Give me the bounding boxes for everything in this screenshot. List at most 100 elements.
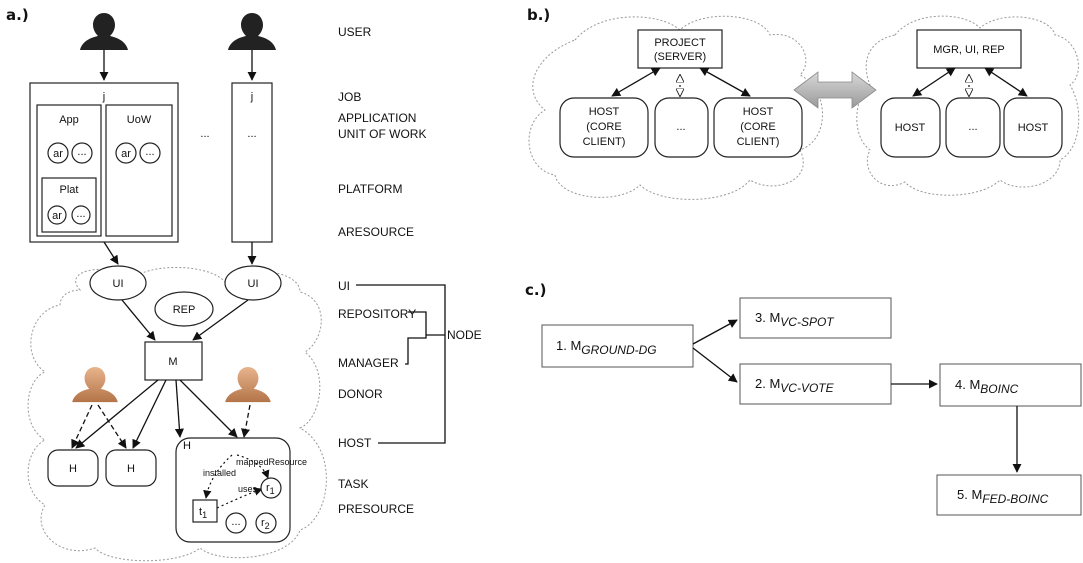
panel-a-label: a.) (6, 6, 29, 24)
host-core-box (559, 97, 649, 158)
host-core-label: CLIENT) (737, 136, 780, 148)
dots-label: ... (968, 121, 977, 133)
host-dots-box (945, 97, 1001, 158)
side-label: APPLICATION (338, 111, 416, 125)
host-core-label: HOST (743, 106, 774, 118)
side-label: ARESOURCE (338, 225, 414, 239)
bidirectional-arrow-icon (793, 71, 877, 109)
task-box (192, 499, 218, 523)
side-label: UI (338, 279, 350, 293)
side-labels: USER JOB APPLICATION UNIT OF WORK PLATFO… (338, 25, 482, 516)
ar-circle (115, 142, 137, 164)
panel-c-label: c.) (525, 281, 546, 299)
side-label: HOST (338, 436, 372, 450)
app-label: App (59, 114, 79, 126)
dots-label: ... (231, 516, 240, 528)
ar-circle (47, 205, 67, 225)
job-label: j (102, 91, 105, 103)
donor-icon (72, 367, 118, 403)
job-label: j (250, 91, 253, 103)
ar-circle (47, 142, 69, 164)
user-icon (228, 13, 276, 50)
job-box (231, 82, 273, 243)
mgr-box (916, 29, 1022, 69)
model-label-3: 3. MVC-SPOT (755, 310, 835, 329)
plat-box (41, 177, 97, 233)
panel-b: b.) PROJECT (SERVER) HOST (CORE CLIENT) … (527, 6, 1080, 200)
presource-label: r2 (261, 517, 270, 531)
host-core-box (713, 97, 803, 158)
model-box-2 (739, 363, 892, 405)
rep-ellipse (154, 291, 214, 327)
task-label: t1 (199, 506, 207, 520)
project-cloud (528, 15, 823, 200)
donor-icon (225, 367, 271, 403)
ui-label: UI (113, 278, 124, 290)
host-label: H (183, 440, 191, 452)
side-label: TASK (338, 477, 368, 491)
host-dots-box (654, 97, 709, 158)
model-label-1: 1. MGROUND-DG (556, 338, 657, 357)
host-core-label: HOST (589, 106, 620, 118)
dots-label: ... (145, 146, 154, 158)
side-label: MANAGER (338, 356, 399, 370)
uow-box (105, 104, 173, 237)
plat-label: Plat (60, 184, 79, 196)
dots-circle (139, 142, 161, 164)
dots-circle (225, 512, 247, 534)
job-dots: ... (247, 128, 256, 140)
model-label-2: 2. MVC-VOTE (755, 376, 835, 395)
side-label: PRESOURCE (338, 502, 414, 516)
project-box (637, 29, 723, 69)
side-label: PLATFORM (338, 182, 402, 196)
model-box-5 (936, 474, 1082, 516)
panel-c: c.) 1. MGROUND-DG 3. MVC-SPOT 2. MVC-VOT… (525, 281, 1082, 516)
dots-circle (71, 205, 91, 225)
side-label: JOB (338, 90, 361, 104)
project-label: (SERVER) (654, 51, 706, 63)
dots-circle (71, 142, 93, 164)
installed-label: installed (203, 468, 236, 478)
dots-label: ... (676, 121, 685, 133)
model-box-1 (541, 324, 694, 368)
project-label: PROJECT (654, 37, 706, 49)
panel-a: a.) j App ar ... Plat ar ... UoW ar ... … (6, 6, 482, 562)
ar-label: ar (53, 148, 63, 160)
host-core-label: CLIENT) (583, 136, 626, 148)
uses-label: uses (238, 484, 258, 494)
host-label: H (127, 463, 135, 475)
ui-ellipse (224, 265, 282, 301)
host-core-label: (CORE (586, 121, 621, 133)
host-core-label: (CORE (740, 121, 775, 133)
side-label: DONOR (338, 387, 383, 401)
node-label: NODE (447, 328, 482, 342)
dots-label: ... (77, 146, 86, 158)
ar-label: ar (52, 210, 62, 222)
node-bracket (356, 284, 446, 444)
ui-ellipse (89, 265, 147, 301)
panel-b-label: b.) (527, 6, 550, 24)
host-label: HOST (1018, 122, 1049, 134)
manager-label: M (168, 356, 177, 368)
rep-label: REP (173, 304, 196, 316)
model-label-5: 5. MFED-BOINC (957, 487, 1049, 506)
side-label: UNIT OF WORK (338, 127, 426, 141)
side-label: REPOSITORY (338, 307, 416, 321)
mgr-label: MGR, UI, REP (933, 44, 1005, 56)
host-box (105, 449, 157, 487)
host-box (47, 449, 99, 487)
side-label: USER (338, 25, 372, 39)
manager-box (144, 341, 203, 381)
volunteer-cloud (856, 15, 1080, 196)
presource-circle (255, 512, 277, 534)
ui-label: UI (248, 278, 259, 290)
model-box-3 (739, 297, 892, 339)
user-icon (80, 13, 128, 50)
model-box-4 (939, 363, 1082, 407)
model-label-4: 4. MBOINC (955, 377, 1019, 396)
host-label: H (69, 463, 77, 475)
uow-label: UoW (127, 114, 152, 126)
host-label: HOST (895, 122, 926, 134)
host-box (1003, 97, 1063, 158)
